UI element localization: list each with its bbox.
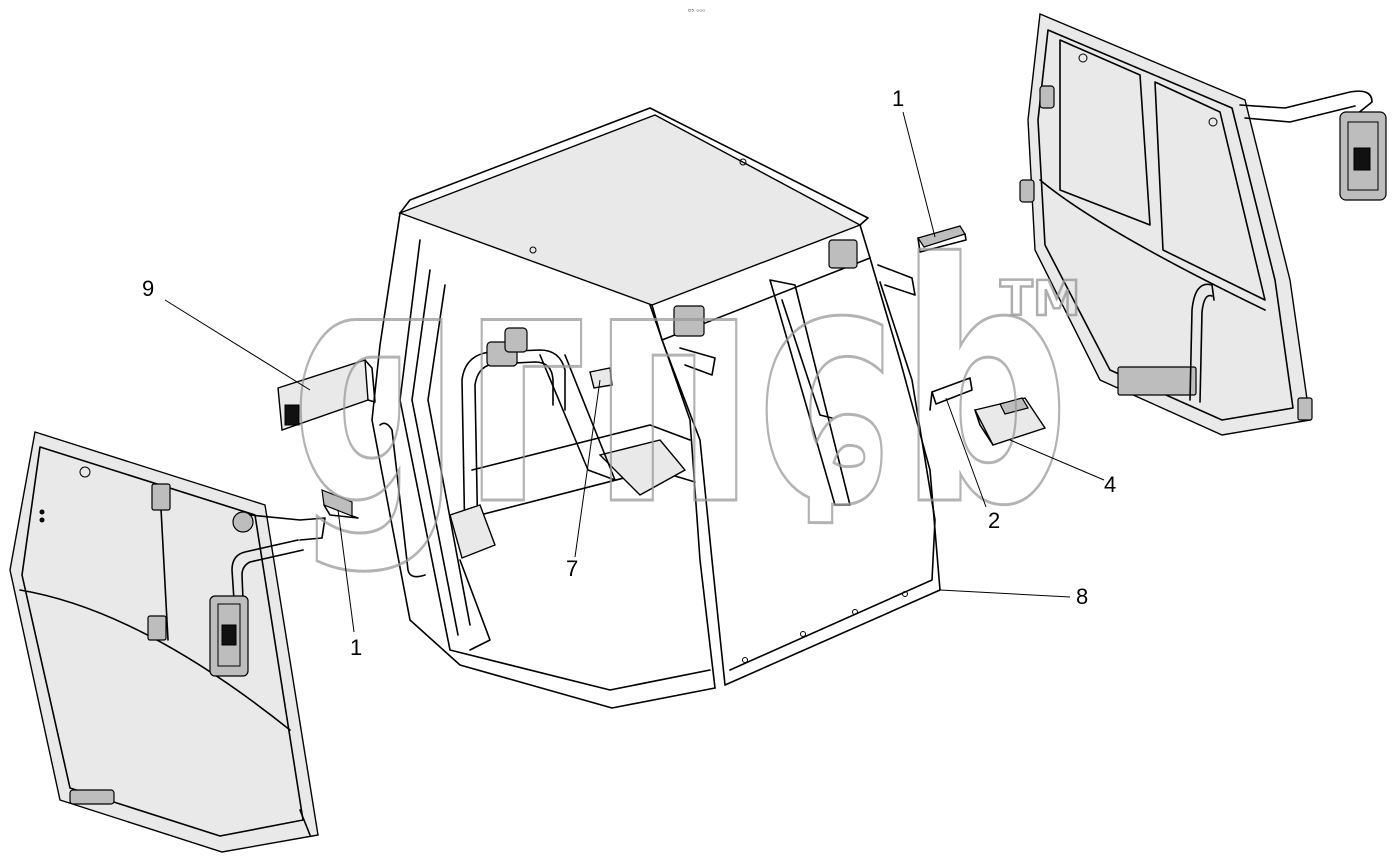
callouts: 1 1 2 4 7 8 9: [142, 86, 1116, 660]
callout-4: 4: [1104, 472, 1116, 497]
watermark: ɡᴦᴨɕb TM: [289, 193, 1082, 580]
left-door: [9, 431, 326, 853]
part-1-left: [321, 489, 359, 519]
callout-1-left: 1: [350, 635, 362, 660]
right-door: [1019, 12, 1387, 436]
svg-text:TM: TM: [1000, 271, 1081, 327]
cab-frame: [371, 107, 941, 709]
svg-text:ɡᴦᴨɕb: ɡᴦᴨɕb: [290, 194, 1070, 578]
header-mark: ᴰ⁵ ᵒᵒᵒ: [688, 8, 705, 16]
part-4-box: [973, 397, 1047, 446]
part-9-panel: [277, 359, 376, 431]
callout-2: 2: [988, 508, 1000, 533]
callout-1-right: 1: [892, 86, 904, 111]
callout-9: 9: [142, 276, 154, 301]
callout-8: 8: [1076, 584, 1088, 609]
leader-lines: [164, 111, 1105, 633]
part-2-bracket: [929, 377, 973, 411]
part-1-right: [917, 225, 967, 253]
callout-7: 7: [566, 556, 578, 581]
